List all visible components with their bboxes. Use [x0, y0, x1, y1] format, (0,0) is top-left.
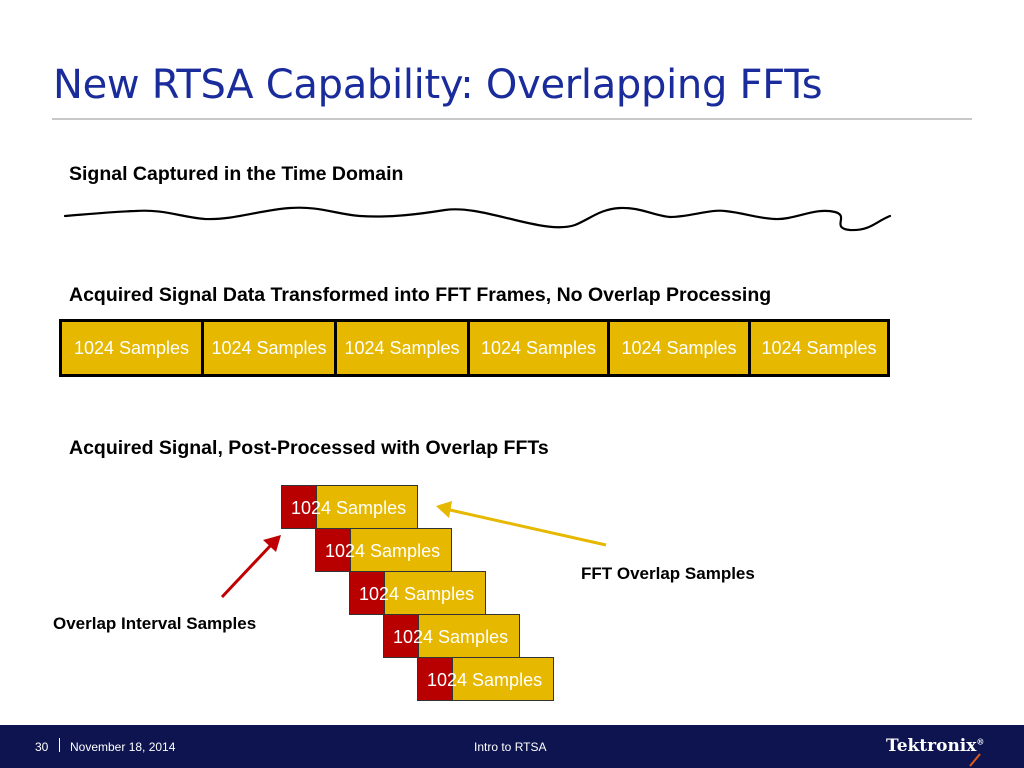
fft-frame: 1024 Samples — [470, 322, 610, 374]
fft-frame: 1024 Samples — [751, 322, 887, 374]
page-number: 30 — [35, 740, 49, 754]
overlap-interval-segment — [315, 528, 351, 572]
overlap-frame: 1024 Samples — [349, 571, 486, 615]
overlap-frame: 1024 Samples — [383, 614, 520, 658]
overlap-frame-label: 1024 Samples — [427, 670, 543, 690]
overlap-frame: 1024 Samples — [315, 528, 452, 572]
overlap-frame-label: 1024 Samples — [393, 627, 509, 647]
time-domain-signal — [63, 206, 892, 232]
footer-bar: 30 November 18, 2014 Intro to RTSA Tektr… — [0, 725, 1024, 768]
logo-text: Tektronix — [886, 736, 977, 756]
fft-frame: 1024 Samples — [62, 322, 204, 374]
overlap-interval-label: Overlap Interval Samples — [53, 614, 257, 633]
fft-frame: 1024 Samples — [610, 322, 751, 374]
footer-separator — [59, 738, 60, 752]
fft-frame: 1024 Samples — [204, 322, 337, 374]
footer-center-text: Intro to RTSA — [474, 740, 547, 754]
overlap-interval-segment — [349, 571, 385, 615]
overlap-frame: 1024 Samples — [417, 657, 554, 701]
tektronix-logo: Tektronix® — [886, 736, 984, 756]
logo-slash-icon — [969, 753, 981, 767]
fft-frame-segment — [316, 485, 418, 529]
no-overlap-heading: Acquired Signal Data Transformed into FF… — [69, 284, 772, 306]
fft-overlap-arrow — [436, 501, 607, 547]
overlap-interval-arrow — [220, 535, 281, 599]
overlap-heading: Acquired Signal, Post-Processed with Ove… — [69, 437, 549, 459]
page-title: New RTSA Capability: Overlapping FFTs — [53, 62, 823, 108]
fft-frame-segment — [350, 528, 452, 572]
fft-frame-segment — [418, 614, 520, 658]
overlap-frame-label: 1024 Samples — [359, 584, 475, 604]
overlap-frame: 1024 Samples — [281, 485, 418, 529]
fft-frame: 1024 Samples — [337, 322, 470, 374]
no-overlap-frames: 1024 Samples 1024 Samples 1024 Samples 1… — [59, 319, 890, 377]
fft-frame-segment — [452, 657, 554, 701]
title-divider — [52, 118, 972, 120]
overlap-frame-label: 1024 Samples — [291, 498, 407, 518]
registered-mark: ® — [976, 736, 985, 747]
footer-date: November 18, 2014 — [70, 740, 176, 754]
time-domain-heading: Signal Captured in the Time Domain — [69, 163, 404, 185]
fft-overlap-label: FFT Overlap Samples — [581, 564, 755, 583]
overlap-frame-label: 1024 Samples — [325, 541, 441, 561]
